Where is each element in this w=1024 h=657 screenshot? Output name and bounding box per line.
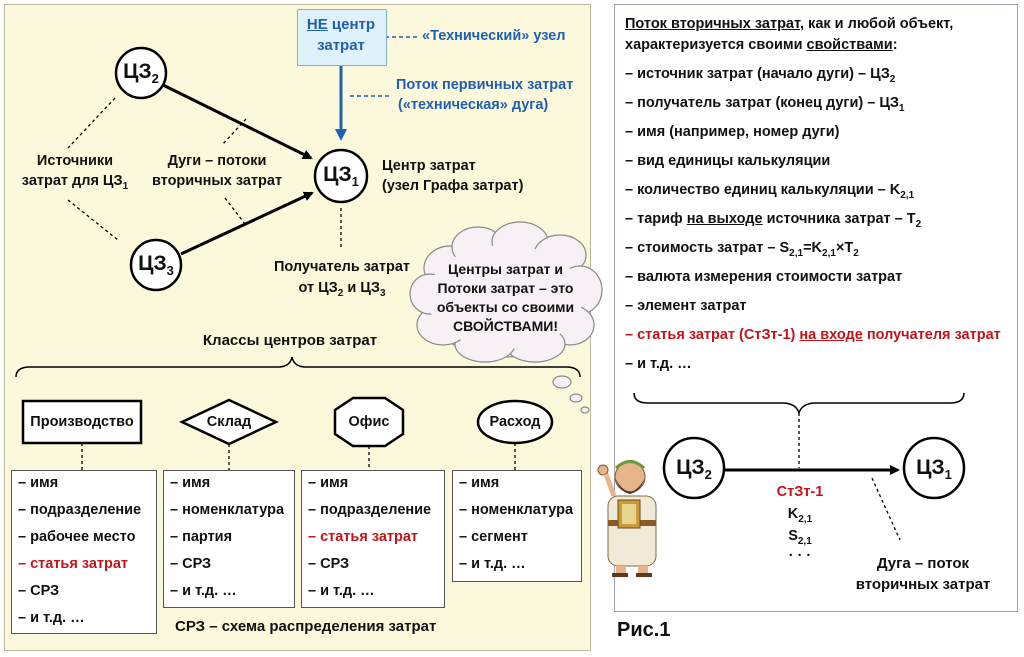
list-item: – и т.д. … — [170, 583, 237, 599]
arcs-label-2: вторичных затрат — [151, 173, 283, 189]
list-item: – СРЗ — [308, 556, 350, 572]
arc-cost: S2,1 — [788, 528, 812, 547]
rp-item-receiver: – получатель затрат (конец дуги) – ЦЗ1 — [625, 95, 905, 114]
list-item: – имя — [18, 475, 59, 491]
srz-note: СРЗ – схема распределения затрат — [175, 618, 437, 635]
list-item: – СРЗ — [170, 556, 212, 572]
properties-brace — [633, 392, 965, 416]
primary-flow-label-2: («техническая» дуга) — [398, 97, 549, 113]
class-name-office: Офис — [348, 414, 390, 430]
class-props-office: – имя – подразделение – статья затрат – … — [301, 470, 445, 608]
rp-item-etc: – и т.д. … — [625, 356, 692, 372]
class-props-warehouse: – имя – номенклатура – партия – СРЗ – и … — [163, 470, 295, 608]
rp-item-tariff: – тариф на выходе источника затрат – T2 — [625, 211, 922, 230]
sources-label-2: затрат для ЦЗ1 — [21, 173, 129, 192]
list-item: – и т.д. … — [308, 583, 375, 599]
callout-source-top — [67, 97, 116, 149]
cloud-line4: СВОЙСТВАМИ! — [452, 318, 559, 334]
list-item: – номенклатура — [170, 502, 285, 518]
center-label-2: (узел Графа затрат) — [382, 178, 524, 194]
node-right-cz2-label: ЦЗ2 — [676, 456, 712, 483]
rp-item-cost: – стоимость затрат – S2,1=K2,1×T2 — [625, 240, 859, 259]
cloud-callout — [409, 221, 603, 414]
cloud-line3: объекты со своими — [436, 299, 575, 315]
not-cost-center-box — [297, 9, 387, 66]
list-item: – имя — [308, 475, 349, 491]
list-item: – сегмент — [459, 529, 528, 545]
philosopher-figure — [597, 460, 657, 577]
rp-item-cost-item: – статья затрат (СтЗт-1) на входе получа… — [625, 327, 1001, 343]
class-name-warehouse: Склад — [206, 414, 252, 430]
list-item: – СРЗ — [18, 583, 60, 599]
list-item: – имя — [170, 475, 211, 491]
class-name-expense: Расход — [489, 414, 541, 430]
node-cz2-label: ЦЗ2 — [123, 60, 159, 87]
sources-label-1: Источники — [36, 153, 114, 169]
cloud-line2: Потоки затрат – это — [437, 280, 574, 296]
right-panel — [614, 4, 1018, 612]
center-label-1: Центр затрат — [382, 158, 476, 174]
class-props-expense: – имя – номенклатура – сегмент – и т.д. … — [452, 470, 582, 582]
rp-intro-1: Поток вторичных затрат, как и любой объе… — [625, 16, 954, 32]
technical-node-label: «Технический» узел — [422, 28, 566, 44]
rp-item-name: – имя (например, номер дуги) — [625, 124, 840, 140]
callout-source-bottom — [67, 199, 119, 241]
rp-item-quantity: – количество единиц калькуляции – K2,1 — [625, 182, 915, 201]
not-cost-center-line2: затрат — [317, 37, 365, 54]
rp-item-element: – элемент затрат — [625, 298, 747, 314]
figure-caption: Рис.1 — [617, 619, 671, 641]
list-item: – имя — [459, 475, 500, 491]
arc-cz3-cz1 — [180, 191, 314, 256]
not-cost-center-line1: НЕ центр — [306, 16, 376, 33]
classes-brace — [15, 356, 581, 378]
list-item: – статья затрат — [308, 529, 419, 545]
rp-item-currency: – валюта измерения стоимости затрат — [625, 269, 903, 285]
class-name-production: Производство — [30, 414, 134, 430]
list-item: – и т.д. … — [18, 610, 85, 626]
node-cz2 — [114, 46, 168, 100]
rp-intro-2: характеризуется своими свойствами: — [625, 37, 898, 53]
list-item: – номенклатура — [459, 502, 574, 518]
node-right-cz1-label: ЦЗ1 — [916, 456, 952, 483]
rp-item-unit: – вид единицы калькуляции — [625, 153, 831, 169]
arc-label-1: Дуга – поток — [876, 555, 970, 572]
cloud-line1: Центры затрат и — [447, 261, 563, 277]
list-item: – рабочее место — [18, 529, 136, 545]
arc-quantity: K2,1 — [787, 506, 813, 525]
node-right-cz2 — [662, 436, 726, 500]
arcs-label-1: Дуги – потоки — [167, 153, 267, 169]
primary-flow-label-1: Поток первичных затрат — [396, 77, 574, 93]
list-item: – подразделение — [18, 502, 142, 518]
shape-production — [21, 399, 143, 445]
classes-title: Классы центров затрат — [202, 332, 378, 349]
callout-arcs-bottom — [224, 197, 246, 225]
rp-item-source: – источник затрат (начало дуги) – ЦЗ2 — [625, 66, 896, 85]
receiver-label-2: от ЦЗ2 и ЦЗ3 — [298, 280, 386, 299]
shape-office — [333, 396, 405, 448]
list-item: – партия — [170, 529, 233, 545]
arc-cost-item: СтЗт-1 — [776, 484, 824, 500]
arc-more: · · · — [788, 548, 812, 564]
node-cz1-label: ЦЗ1 — [323, 163, 359, 190]
node-cz1 — [313, 148, 369, 204]
list-item: – подразделение — [308, 502, 432, 518]
receiver-label-1: Получатель затрат — [273, 259, 410, 275]
list-item: – и т.д. … — [459, 556, 526, 572]
list-item: – статья затрат — [18, 556, 129, 572]
arc-cz2-cz1 — [162, 83, 313, 160]
arc-label-2: вторичных затрат — [855, 576, 991, 593]
node-cz3 — [129, 238, 183, 292]
class-props-production: – имя – подразделение – рабочее место – … — [11, 470, 157, 634]
node-right-cz1 — [902, 436, 966, 500]
node-cz3-label: ЦЗ3 — [138, 252, 174, 279]
